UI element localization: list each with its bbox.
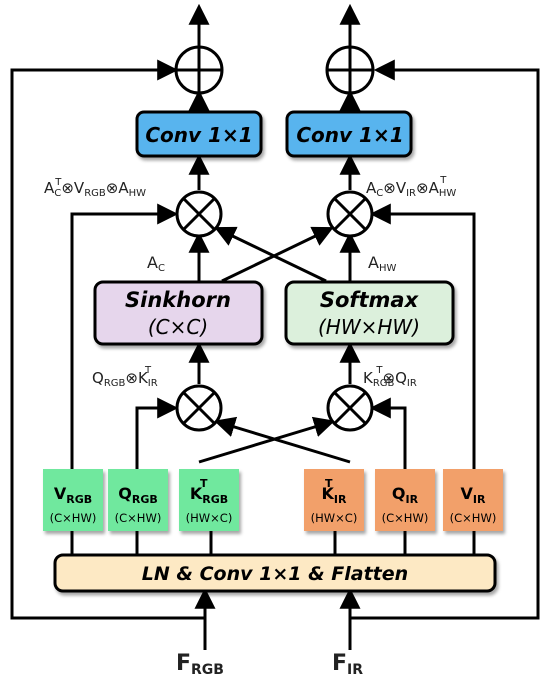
token-dims: (C×HW) xyxy=(450,511,497,525)
token-box-k-rgb: KRGBT (HW×C) xyxy=(179,469,239,531)
token-dims: (HW×C) xyxy=(311,511,358,525)
token-symbol: VIR xyxy=(461,484,486,506)
token-box-k-ir: KIRT (HW×C) xyxy=(304,469,364,531)
multiply-top-right-icon xyxy=(326,190,374,238)
conv-left-box: Conv 1×1 xyxy=(135,110,263,158)
conv-right-box: Conv 1×1 xyxy=(285,110,413,158)
token-symbol: KRGB xyxy=(190,484,228,506)
token-box-q-rgb: QRGB (C×HW) xyxy=(108,469,168,531)
left-mid-label: QRGB⊗KIRT xyxy=(92,365,158,389)
multiply-mid-left-icon xyxy=(175,384,223,432)
flatten-label: LN & Conv 1×1 & Flatten xyxy=(142,563,408,585)
conv-right-label: Conv 1×1 xyxy=(296,123,403,147)
sinkhorn-title: Sinkhorn xyxy=(125,288,231,312)
connector-lines xyxy=(10,3,540,650)
token-dims: (C×HW) xyxy=(382,511,429,525)
token-symbol: QIR xyxy=(392,484,419,506)
right-top-label: AC⊗VIR⊗AHWT xyxy=(366,175,456,199)
a-hw-label: AHW xyxy=(368,253,396,274)
softmax-box: Softmax (HW×HW) xyxy=(284,280,455,346)
conv-left-label: Conv 1×1 xyxy=(145,123,252,147)
token-transpose-mark: T xyxy=(200,477,208,490)
left-top-label: ACT⊗VRGB⊗AHW xyxy=(44,177,146,199)
flatten-box: LN & Conv 1×1 & Flatten xyxy=(53,553,497,593)
token-symbol: KIR xyxy=(322,484,347,506)
multiply-top-left-icon xyxy=(175,190,223,238)
token-boxes: VRGB(C×HW)QRGB(C×HW)KRGBT(HW×C)KIRT(HW×C… xyxy=(43,469,503,531)
token-box-q-ir: QIR (C×HW) xyxy=(375,469,435,531)
token-symbol: VRGB xyxy=(54,484,92,506)
token-box-v-rgb: VRGB (C×HW) xyxy=(43,469,103,531)
sinkhorn-dims: (C×C) xyxy=(148,315,208,339)
token-symbol: QRGB xyxy=(118,484,158,506)
softmax-dims: (HW×HW) xyxy=(318,315,420,339)
input-rgb-label: FRGB xyxy=(176,651,224,678)
add-left-icon xyxy=(174,45,224,95)
token-dims: (HW×C) xyxy=(186,511,233,525)
multiply-mid-right-icon xyxy=(326,384,374,432)
a-c-label: AC xyxy=(147,253,165,274)
token-dims: (C×HW) xyxy=(50,511,97,525)
sinkhorn-box: Sinkhorn (C×C) xyxy=(93,280,264,346)
token-transpose-mark: T xyxy=(325,477,333,490)
input-ir-label: FIR xyxy=(332,651,363,678)
token-box-v-ir: VIR (C×HW) xyxy=(443,469,503,531)
add-right-icon xyxy=(325,45,375,95)
token-dims: (C×HW) xyxy=(115,511,162,525)
right-mid-label: KRGBT⊗QIR xyxy=(363,365,417,389)
softmax-title: Softmax xyxy=(320,288,420,312)
